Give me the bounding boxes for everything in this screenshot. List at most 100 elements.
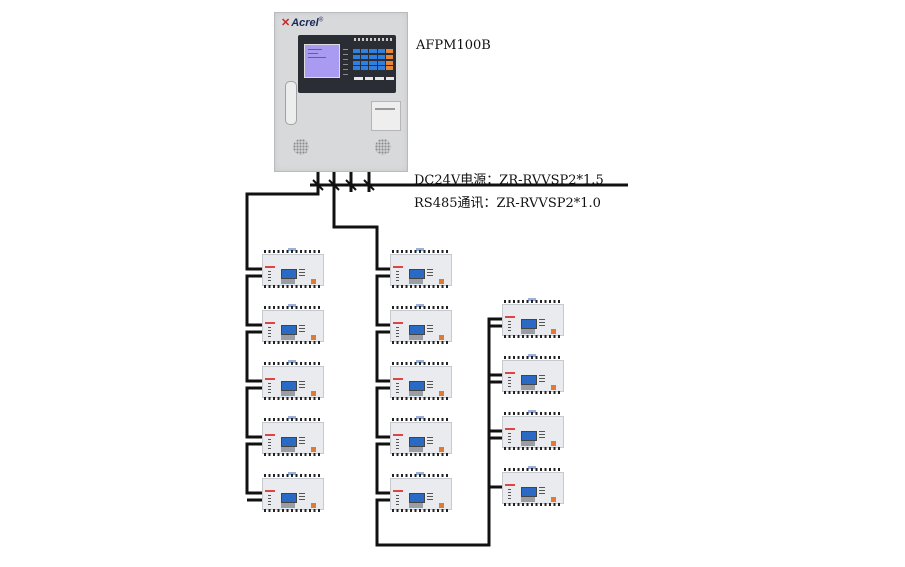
indicator-leds <box>299 437 305 446</box>
branch-1-feed <box>245 192 320 271</box>
terminal-row <box>392 250 448 253</box>
bus-segment <box>245 330 262 383</box>
monitoring-module <box>262 360 324 402</box>
terminal-row <box>264 397 320 400</box>
terminal-slash <box>312 179 324 191</box>
monitoring-module <box>502 410 564 452</box>
module-display <box>281 381 297 391</box>
din-clip <box>416 360 424 363</box>
bus-segment <box>487 324 502 377</box>
module-keys <box>409 391 423 396</box>
terminal-row <box>504 335 560 338</box>
reset-button-icon <box>551 329 556 334</box>
module-body <box>390 310 452 342</box>
module-display <box>281 269 297 279</box>
status-leds <box>396 439 399 449</box>
module-body <box>502 472 564 504</box>
branch-3-feed <box>375 317 502 547</box>
monitoring-module <box>502 354 564 396</box>
status-leds <box>508 489 511 499</box>
brand-strip <box>505 484 515 486</box>
brand-strip <box>393 434 403 436</box>
terminal-row <box>392 306 448 309</box>
module-body <box>390 422 452 454</box>
brand-name: Acrel <box>291 17 319 29</box>
module-keys <box>521 385 535 390</box>
reset-button-icon <box>551 497 556 502</box>
module-body <box>262 254 324 286</box>
module-display <box>409 269 425 279</box>
module-body <box>502 360 564 392</box>
reset-button-icon <box>551 441 556 446</box>
function-keys <box>354 77 394 80</box>
bus-segment <box>245 442 262 495</box>
module-keys <box>281 391 295 396</box>
din-clip <box>528 298 536 301</box>
module-display <box>281 437 297 447</box>
module-display <box>521 431 537 441</box>
monitoring-module <box>390 416 452 458</box>
status-leds <box>268 383 271 393</box>
module-display <box>409 437 425 447</box>
module-display <box>521 487 537 497</box>
reset-button-icon <box>311 503 316 508</box>
rs485-cable-label: RS485通讯：ZR-RVVSP2*1.0 <box>414 196 601 211</box>
din-clip <box>528 410 536 413</box>
din-clip <box>528 354 536 357</box>
module-keys <box>281 503 295 508</box>
indicator-leds <box>299 493 305 502</box>
terminal-row <box>504 447 560 450</box>
bus-segment <box>245 386 262 439</box>
terminal-row <box>504 503 560 506</box>
module-keys <box>409 447 423 452</box>
din-clip <box>288 416 296 419</box>
power-cable-label: DC24V电源：ZR-RVVSP2*1.5 <box>414 173 604 188</box>
terminal-row <box>264 285 320 288</box>
module-keys <box>521 497 535 502</box>
brand-strip <box>265 322 275 324</box>
reset-button-icon <box>439 279 444 284</box>
monitoring-module <box>502 298 564 340</box>
indicator-leds <box>539 319 545 328</box>
brand-strip <box>265 490 275 492</box>
brand-strip <box>393 378 403 380</box>
din-clip <box>416 416 424 419</box>
acrel-logo-icon: ✕ <box>281 17 291 29</box>
module-body <box>262 366 324 398</box>
module-body <box>262 310 324 342</box>
indicator-leds <box>427 437 433 446</box>
module-body <box>502 304 564 336</box>
reset-button-icon <box>311 447 316 452</box>
module-display <box>281 325 297 335</box>
status-leds <box>343 45 351 85</box>
indicator-leds <box>539 375 545 384</box>
indicator-leds <box>539 487 545 496</box>
module-body <box>502 416 564 448</box>
brand-logo: ✕Acrel® <box>281 17 324 29</box>
status-leds <box>508 433 511 443</box>
status-leds <box>508 321 511 331</box>
door-handle-icon <box>285 81 297 125</box>
module-keys <box>281 335 295 340</box>
monitoring-module <box>390 360 452 402</box>
brand-strip <box>505 372 515 374</box>
indicator-leds <box>427 493 433 502</box>
status-leds <box>268 271 271 281</box>
terminal-row <box>392 474 448 477</box>
module-display <box>409 381 425 391</box>
bus-segment <box>375 386 390 439</box>
module-body <box>262 478 324 510</box>
terminal-row <box>392 453 448 456</box>
brand-strip <box>393 490 403 492</box>
terminal-row <box>264 362 320 365</box>
reset-button-icon <box>439 391 444 396</box>
indicator-leds <box>299 381 305 390</box>
indicator-labels <box>354 38 392 41</box>
reset-button-icon <box>551 385 556 390</box>
terminal-row <box>392 418 448 421</box>
bus-segment <box>487 380 502 433</box>
terminal-row <box>264 341 320 344</box>
status-leds <box>508 377 511 387</box>
module-keys <box>409 503 423 508</box>
module-body <box>390 254 452 286</box>
